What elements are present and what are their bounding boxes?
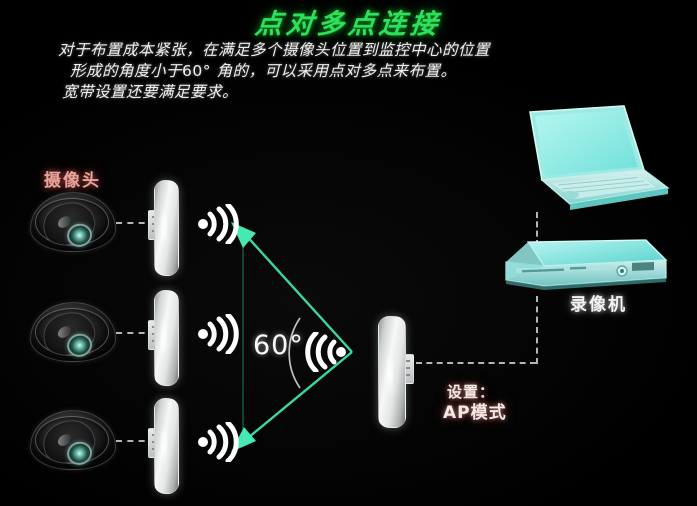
- paragraph-line-1: 对于布置成本紧张，在满足多个摄像头位置到监控中心的位置: [58, 41, 491, 59]
- ap-mode-label: 设置： AP模式: [443, 382, 507, 424]
- dvr-label: 录像机: [570, 295, 627, 315]
- angle-label: 60°: [253, 330, 304, 361]
- cable-camera-1-to-cpe: [116, 222, 156, 224]
- cable-ap-to-dvr-vertical: [536, 296, 538, 364]
- ap-cpe-body: [378, 316, 406, 428]
- ap-cpe-antenna-icon[interactable]: [378, 316, 414, 428]
- cpe-antenna-icon[interactable]: [148, 290, 179, 386]
- cpe-sheen: [161, 206, 167, 250]
- ap-label-line-1: 设置：: [447, 383, 496, 401]
- dome-camera-icon[interactable]: [30, 302, 116, 364]
- cable-camera-3-to-cpe: [116, 440, 156, 442]
- laptop-icon[interactable]: [512, 104, 674, 216]
- cable-dvr-to-laptop: [536, 212, 538, 246]
- paragraph-line-2a: 形成的角度小于: [70, 62, 183, 80]
- wifi-icon: [196, 422, 242, 462]
- wifi-icon: [302, 332, 348, 372]
- cable-ap-to-dvr-horizontal: [416, 362, 536, 364]
- description-paragraph: 对于布置成本紧张，在满足多个摄像头位置到监控中心的位置 形成的角度小于60° 角…: [58, 40, 678, 103]
- wifi-icon: [196, 314, 242, 354]
- paragraph-line-2b: 角的，可以采用点对多点来布置。: [216, 62, 457, 80]
- cpe-antenna-icon[interactable]: [148, 180, 179, 276]
- dome-camera-icon[interactable]: [30, 410, 116, 472]
- cpe-antenna-icon[interactable]: [148, 398, 179, 494]
- paragraph-line-2: 形成的角度小于60° 角的，可以采用点对多点来布置。: [70, 61, 678, 82]
- wifi-icon: [196, 204, 242, 244]
- camera-group-label: 摄像头: [44, 171, 101, 191]
- cpe-sheen: [161, 424, 167, 468]
- paragraph-line-3: 宽带设置还要满足要求。: [62, 83, 239, 101]
- dvr-icon[interactable]: [498, 238, 670, 300]
- cable-camera-2-to-cpe: [116, 332, 156, 334]
- paragraph-angle-value: 60°: [182, 62, 211, 80]
- ap-cpe-sheen: [387, 348, 393, 400]
- dome-camera-icon[interactable]: [30, 192, 116, 254]
- cpe-sheen: [161, 316, 167, 360]
- ap-label-line-2: AP模式: [443, 403, 507, 423]
